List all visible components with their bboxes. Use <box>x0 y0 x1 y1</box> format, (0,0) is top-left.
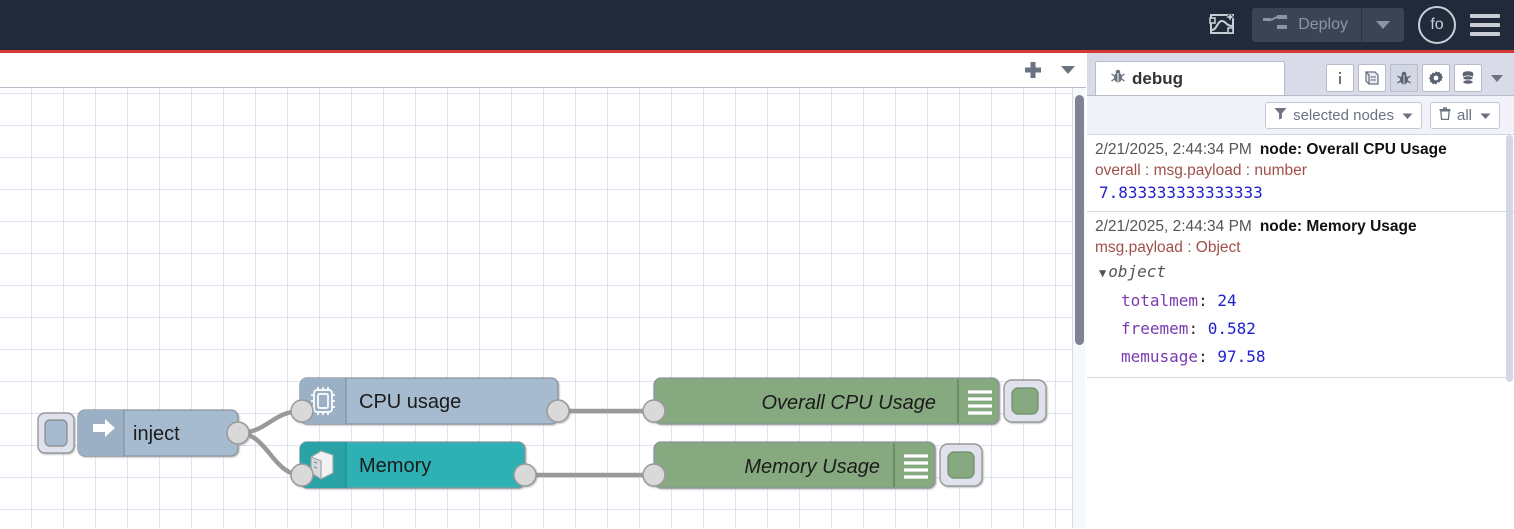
debug-object-property: totalmem: 24 <box>1095 287 1506 315</box>
debug-property-key: freemem <box>1121 319 1189 338</box>
debug-property-value: 24 <box>1217 291 1237 310</box>
node-inject-label: inject <box>133 423 180 445</box>
memory-usage-debug-toggle-button[interactable] <box>947 451 975 479</box>
flow-tabbar-menu-icon[interactable] <box>1050 53 1086 87</box>
debug-message-node: node: Memory Usage <box>1259 218 1417 235</box>
node-memory-label: Memory <box>359 455 431 477</box>
debug-message-header: 2/21/2025, 2:44:34 PM node: Overall CPU U… <box>1095 139 1506 160</box>
cpu-output-port[interactable] <box>546 399 570 423</box>
deploy-nodes-icon <box>1263 14 1289 37</box>
server-box-icon <box>310 450 334 480</box>
arrow-right-icon <box>93 419 115 437</box>
debug-property-key: totalmem <box>1121 291 1199 310</box>
tab-debug-label: debug <box>1132 68 1183 88</box>
inject-trigger-button[interactable] <box>44 419 68 447</box>
deploy-label: Deploy <box>1298 16 1348 33</box>
flow-tabbar <box>0 53 1086 88</box>
debug-toolbar: selected nodes all <box>1087 96 1514 135</box>
sidebar-tab-icons <box>1326 64 1514 95</box>
avatar[interactable]: fo <box>1418 6 1456 44</box>
colon-separator: : <box>1198 347 1218 366</box>
memory-input-port[interactable] <box>290 463 314 487</box>
hamburger-icon[interactable] <box>1470 14 1500 36</box>
inject-output-port[interactable] <box>226 421 250 445</box>
canvas-scrollbar-thumb[interactable] <box>1075 95 1084 345</box>
debug-panel: selected nodes all <box>1087 95 1514 529</box>
bug-icon[interactable] <box>1390 64 1418 92</box>
header-actions: Deploy fo <box>1198 3 1514 47</box>
debug-property-value: 97.58 <box>1217 347 1266 366</box>
debug-message-timestamp: 2/21/2025, 2:44:34 PM <box>1095 141 1252 158</box>
flow-editor: inject CPU usage <box>0 53 1086 528</box>
workspace: inject CPU usage <box>0 53 1514 529</box>
book-icon[interactable] <box>1358 64 1386 92</box>
debug-message-list[interactable]: 2/21/2025, 2:44:34 PM node: Overall CPU U… <box>1087 135 1514 529</box>
colon-separator: : <box>1198 291 1218 310</box>
debug-object-root[interactable]: ▼object <box>1095 258 1506 287</box>
flow-canvas[interactable]: inject CPU usage <box>0 88 1086 528</box>
triangle-down-icon[interactable]: ▼ <box>1099 266 1107 280</box>
overall-cpu-debug-toggle-button[interactable] <box>1011 387 1039 415</box>
debug-object-label: object <box>1108 262 1167 281</box>
database-stack-icon[interactable] <box>1454 64 1482 92</box>
sidebar-tabrow: debug <box>1087 53 1514 95</box>
debug-scrollbar-thumb[interactable] <box>1506 135 1513 382</box>
debug-object-property: memusage: 97.58 <box>1095 343 1506 371</box>
clear-messages-button[interactable]: all <box>1429 101 1500 129</box>
node-memory-usage[interactable]: Memory Usage <box>642 441 983 489</box>
chevron-down-icon <box>1480 107 1491 124</box>
debug-lines-icon <box>904 454 928 479</box>
debug-message[interactable]: 2/21/2025, 2:44:34 PM node: Overall CPU U… <box>1087 135 1514 212</box>
debug-object-property: freemem: 0.582 <box>1095 315 1506 343</box>
filter-selected-nodes-label: selected nodes <box>1293 106 1394 124</box>
canvas-vertical-scrollbar[interactable] <box>1072 88 1085 528</box>
debug-message-node: node: Overall CPU Usage <box>1259 141 1447 158</box>
debug-vertical-scrollbar[interactable] <box>1506 135 1514 529</box>
debug-message-value: 7.833333333333333 <box>1099 183 1263 202</box>
trash-icon <box>1439 106 1451 124</box>
flow-graph: inject CPU usage <box>37 377 1047 489</box>
node-overall-cpu-usage-label: Overall CPU Usage <box>761 392 936 414</box>
debug-lines-icon <box>968 390 992 415</box>
funnel-icon <box>1274 107 1287 124</box>
chevron-down-icon <box>1402 107 1413 124</box>
clear-messages-label: all <box>1456 106 1472 124</box>
deploy-caret-icon[interactable] <box>1362 20 1404 30</box>
memory-output-port[interactable] <box>513 463 537 487</box>
microchip-icon <box>311 387 335 415</box>
add-flow-button[interactable] <box>1016 53 1050 87</box>
cpu-input-port[interactable] <box>290 399 314 423</box>
deploy-button-main[interactable]: Deploy <box>1252 8 1362 42</box>
node-memory-usage-label: Memory Usage <box>744 456 880 478</box>
debug-property-value: 0.582 <box>1207 319 1256 338</box>
node-memory[interactable]: Memory <box>290 441 537 489</box>
debug-message-header: 2/21/2025, 2:44:34 PM node: Memory Usage <box>1095 216 1506 237</box>
info-icon[interactable] <box>1326 64 1354 92</box>
node-inject[interactable]: inject <box>37 409 250 457</box>
avatar-label: fo <box>1430 16 1444 33</box>
debug-message-topic: msg.payload : Object <box>1095 239 1241 256</box>
sidebar: debug <box>1087 53 1514 529</box>
debug-message-timestamp: 2/21/2025, 2:44:34 PM <box>1095 218 1252 235</box>
filter-selected-nodes-button[interactable]: selected nodes <box>1265 101 1422 129</box>
memory-usage-debug-input-port[interactable] <box>642 463 666 487</box>
node-cpu-usage[interactable]: CPU usage <box>290 377 570 425</box>
gear-icon[interactable] <box>1422 64 1450 92</box>
node-cpu-usage-label: CPU usage <box>359 391 461 413</box>
colon-separator: : <box>1188 319 1208 338</box>
node-overall-cpu-usage[interactable]: Overall CPU Usage <box>642 377 1047 425</box>
bug-icon <box>1110 68 1126 89</box>
tab-debug[interactable]: debug <box>1095 61 1285 95</box>
app-header: Deploy fo <box>0 0 1514 53</box>
sidebar-tabs-more-icon[interactable] <box>1486 64 1508 92</box>
deploy-button[interactable]: Deploy <box>1252 8 1404 42</box>
debug-message-topic: overall : msg.payload : number <box>1095 162 1307 179</box>
overall-cpu-debug-input-port[interactable] <box>642 399 666 423</box>
debug-property-key: memusage <box>1121 347 1199 366</box>
flow-sparkle-icon[interactable] <box>1198 3 1246 47</box>
